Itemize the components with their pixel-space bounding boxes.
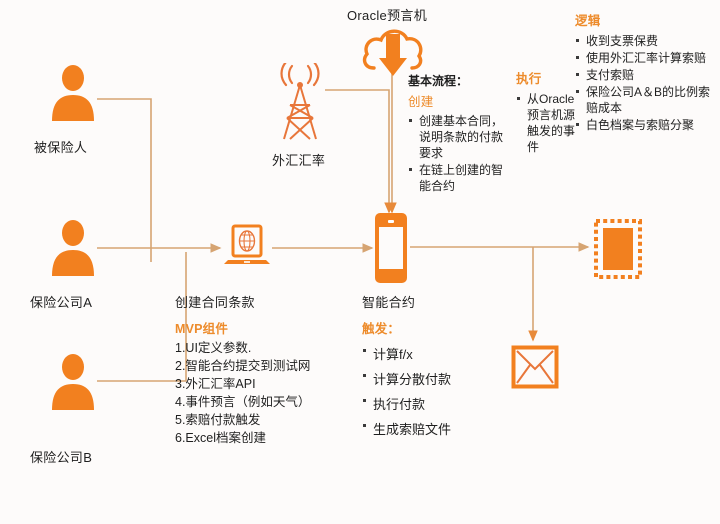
envelope-icon [511, 345, 559, 389]
node-insurer-b-label: 保险公司B [30, 450, 93, 465]
stamp-certificate-icon [594, 219, 642, 279]
block-mvp-subtitle: MVP组件 [175, 322, 229, 336]
block-logic-list: 收到支票保费 使用外汇汇率计算索赔 支付索赔 保险公司A＆B的比例索赔成本 白色… [575, 33, 715, 133]
node-insurer-a-label: 保险公司A [30, 295, 93, 310]
list-item: 计算f/x [362, 343, 502, 367]
block-basic-flow: 基本流程： 创建 创建基本合同，说明条款的付款要求 在链上创建的智能合约 [408, 72, 513, 195]
list-item: 支付索赔 [575, 67, 715, 83]
block-basic-flow-subtitle: 创建 [408, 95, 434, 109]
node-fx-rate[interactable] [272, 60, 328, 146]
antenna-tower-icon [280, 60, 320, 140]
node-fx-rate-label: 外汇汇率 [272, 153, 326, 168]
cloud-download-icon [362, 29, 423, 76]
block-trigger: 触发： 计算f/x 计算分散付款 执行付款 生成索赔文件 [362, 318, 502, 443]
block-execute-list: 从Oracle预言机源触发的事件 [516, 91, 576, 155]
person-icon [52, 65, 94, 121]
list-item: 保险公司A＆B的比例索赔成本 [575, 84, 715, 116]
node-laptop-label: 创建合同条款 [175, 295, 255, 310]
person-icon [52, 354, 94, 410]
node-insurer-b[interactable] [48, 353, 98, 416]
block-execute: 执行 从Oracle预言机源触发的事件 [516, 68, 576, 156]
node-smart-contract-label: 智能合约 [362, 295, 416, 310]
list-item: 生成索赔文件 [362, 418, 502, 442]
list-item: 6.Excel档案创建 [175, 431, 266, 445]
node-insured[interactable] [48, 64, 98, 127]
list-item: 3.外汇汇率API [175, 377, 256, 391]
node-insurer-a[interactable] [48, 219, 98, 282]
list-item: 4.事件预言（例如天气） [175, 395, 311, 409]
node-certificate[interactable] [594, 219, 642, 284]
list-item: 创建基本合同，说明条款的付款要求 [408, 113, 513, 161]
list-item: 收到支票保费 [575, 33, 715, 49]
block-basic-flow-title: 基本流程： [408, 74, 469, 88]
block-mvp-list: 1.UI定义参数. 2.智能合约提交到测试网 3.外汇汇率API 4.事件预言（… [175, 339, 365, 447]
block-basic-flow-list: 创建基本合同，说明条款的付款要求 在链上创建的智能合约 [408, 113, 513, 194]
list-item: 1.UI定义参数. [175, 341, 252, 355]
list-item: 2.智能合约提交到测试网 [175, 359, 311, 373]
node-envelope[interactable] [511, 345, 559, 394]
list-item: 5.索赔付款触发 [175, 413, 261, 427]
block-trigger-subtitle: 触发： [362, 322, 401, 336]
list-item: 白色档案与索赔分聚 [575, 117, 715, 133]
block-execute-title: 执行 [516, 72, 542, 86]
node-oracle[interactable] [360, 24, 426, 83]
laptop-globe-icon [224, 224, 270, 264]
list-item: 执行付款 [362, 393, 502, 417]
list-item: 计算分散付款 [362, 368, 502, 392]
smartphone-icon [375, 213, 407, 283]
block-logic: 逻辑 收到支票保费 使用外汇汇率计算索赔 支付索赔 保险公司A＆B的比例索赔成本… [575, 10, 715, 134]
list-item: 在链上创建的智能合约 [408, 162, 513, 194]
block-mvp: MVP组件 1.UI定义参数. 2.智能合约提交到测试网 3.外汇汇率API 4… [175, 318, 365, 447]
person-icon [52, 220, 94, 276]
node-insured-label: 被保险人 [34, 140, 88, 155]
node-laptop[interactable] [222, 224, 272, 277]
list-item: 使用外汇汇率计算索赔 [575, 50, 715, 66]
node-oracle-label: Oracle预言机 [347, 8, 427, 23]
block-logic-title: 逻辑 [575, 14, 601, 28]
node-smart-contract[interactable] [374, 213, 408, 288]
block-trigger-list: 计算f/x 计算分散付款 执行付款 生成索赔文件 [362, 343, 502, 442]
list-item: 从Oracle预言机源触发的事件 [516, 91, 576, 155]
